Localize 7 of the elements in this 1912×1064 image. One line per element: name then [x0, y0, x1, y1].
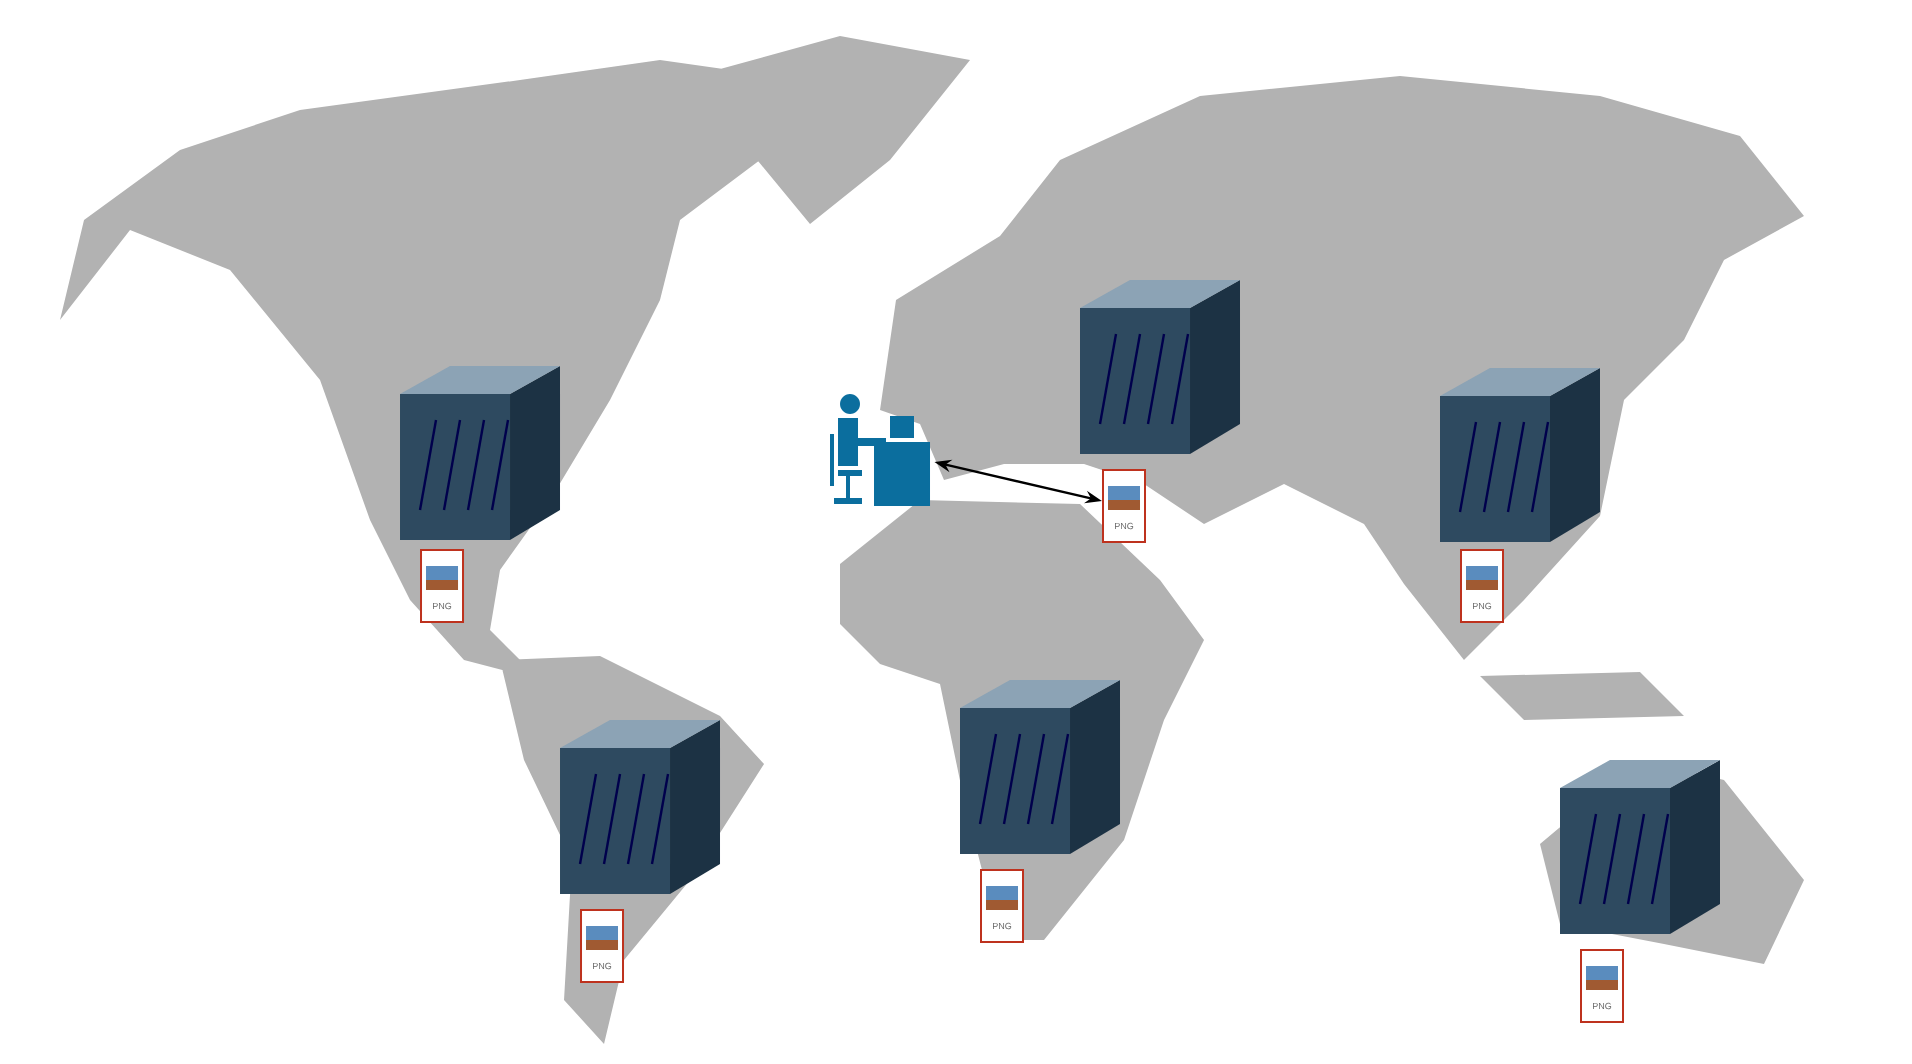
server-drawing: [960, 680, 1120, 854]
server-drawing: [1560, 760, 1720, 934]
server-drawing: [400, 366, 560, 540]
server-drawing: [560, 720, 720, 894]
person-at-desk-icon: [830, 394, 930, 506]
server-drawing: [1080, 280, 1240, 454]
server-drawing: [1440, 368, 1600, 542]
